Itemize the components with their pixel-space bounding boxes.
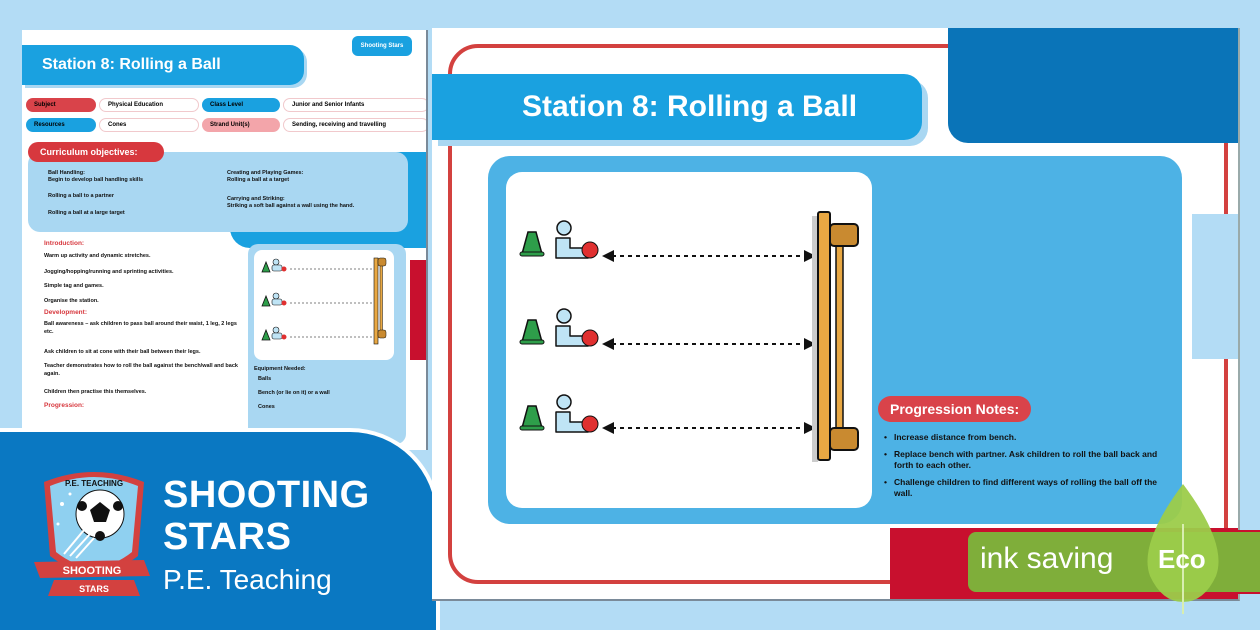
brand-title-line2: STARS (163, 516, 292, 558)
body-text: Simple tag and games. (44, 283, 104, 289)
info-value: Physical Education (99, 98, 199, 112)
progression-notes-label: Progression Notes: (878, 396, 1032, 422)
logo-top-text: P.E. TEACHING (65, 479, 123, 488)
body-text: Warm up activity and dynamic stretches. (44, 253, 151, 259)
body-text: Ball awareness – ask children to pass ba… (44, 321, 237, 335)
mini-station-diagram-icon (261, 257, 387, 345)
objective: Rolling a ball at a target (227, 177, 290, 183)
mini-diagram (254, 250, 394, 360)
list-item: Replace bench with partner. Ask children… (884, 449, 1174, 471)
body-text: Teacher demonstrates how to roll the bal… (44, 363, 238, 377)
brand-subtitle: P.E. Teaching (163, 564, 332, 595)
info-label: Class Level (202, 98, 280, 112)
body-text: Ask children to sit at cone with their b… (44, 349, 201, 355)
list-item: Challenge children to find different way… (884, 477, 1174, 499)
objective: Creating and Playing Games: (227, 170, 304, 176)
logo-ribbon-text: SHOOTING (63, 565, 122, 577)
info-value: Cones (99, 118, 199, 132)
decorative-dark-blue-block (948, 28, 1238, 143)
info-value: Junior and Senior Infants (283, 98, 426, 112)
objective: Rolling a ball to a partner (48, 193, 115, 199)
station-panel: Progression Notes: Increase distance fro… (488, 156, 1182, 524)
mini-diagram-panel: Equipment Needed: Balls Bench (or lie on… (248, 244, 406, 444)
ink-saving-text: ink saving (980, 542, 1114, 575)
section-heading: Progression: (44, 402, 85, 409)
document-preview-page-2: Station 8: Rolling a Ball (432, 28, 1240, 601)
equipment-item: Bench (or lie on it) or a wall (258, 390, 330, 396)
section-heading: Introduction: (44, 240, 85, 247)
shooting-stars-badge-icon: P.E. TEACHING SHOOTING STARS (34, 472, 150, 596)
station-diagram (506, 172, 872, 508)
body-text: Children then practise this themselves. (44, 389, 147, 395)
info-label: Strand Unit(s) (202, 118, 280, 132)
curriculum-label: Curriculum objectives: (28, 142, 164, 162)
station-title: Station 8: Rolling a Ball (432, 74, 922, 140)
brand-title-line1: SHOOTING (163, 474, 370, 516)
objective: Begin to develop ball handling skills (48, 177, 144, 183)
list-item: Increase distance from bench. (884, 432, 1174, 443)
objective: Striking a soft ball against a wall usin… (227, 203, 355, 209)
brand-panel: P.E. TEACHING SHOOTING STARS SHOOTING ST… (0, 428, 440, 630)
body-text: Jogging/hopping/running and sprinting ac… (44, 269, 174, 275)
info-label: Resources (26, 118, 96, 132)
info-label: Subject (26, 98, 96, 112)
section-heading: Development: (44, 309, 87, 316)
info-row: Resources Cones Strand Unit(s) Sending, … (26, 118, 426, 132)
progression-notes-list: Increase distance from bench. Replace be… (884, 432, 1174, 505)
document-preview-page-1: Shooting Stars Station 8: Rolling a Ball… (22, 30, 428, 450)
rolling-ball-diagram-icon (519, 211, 859, 462)
body-text: Organise the station. (44, 298, 99, 304)
brand-title: SHOOTING STARS (163, 474, 370, 558)
decorative-red-bar (410, 260, 426, 360)
leaf-icon (1147, 484, 1219, 614)
decorative-light-strip (1192, 214, 1238, 359)
page-title: Station 8: Rolling a Ball (22, 45, 304, 85)
logo-ribbon-text: STARS (79, 584, 109, 594)
info-row: Subject Physical Education Class Level J… (26, 98, 426, 112)
objective: Carrying and Striking: (227, 196, 285, 202)
brand-tag: Shooting Stars (352, 36, 412, 56)
objective: Ball Handling: (48, 170, 85, 176)
curriculum-box (28, 152, 408, 232)
equipment-heading: Equipment Needed: (254, 366, 306, 372)
equipment-item: Balls (258, 376, 272, 382)
objective: Rolling a ball at a large target (48, 210, 125, 216)
eco-label: Eco (1158, 544, 1206, 574)
info-value: Sending, receiving and travelling (283, 118, 426, 132)
equipment-item: Cones (258, 404, 275, 410)
